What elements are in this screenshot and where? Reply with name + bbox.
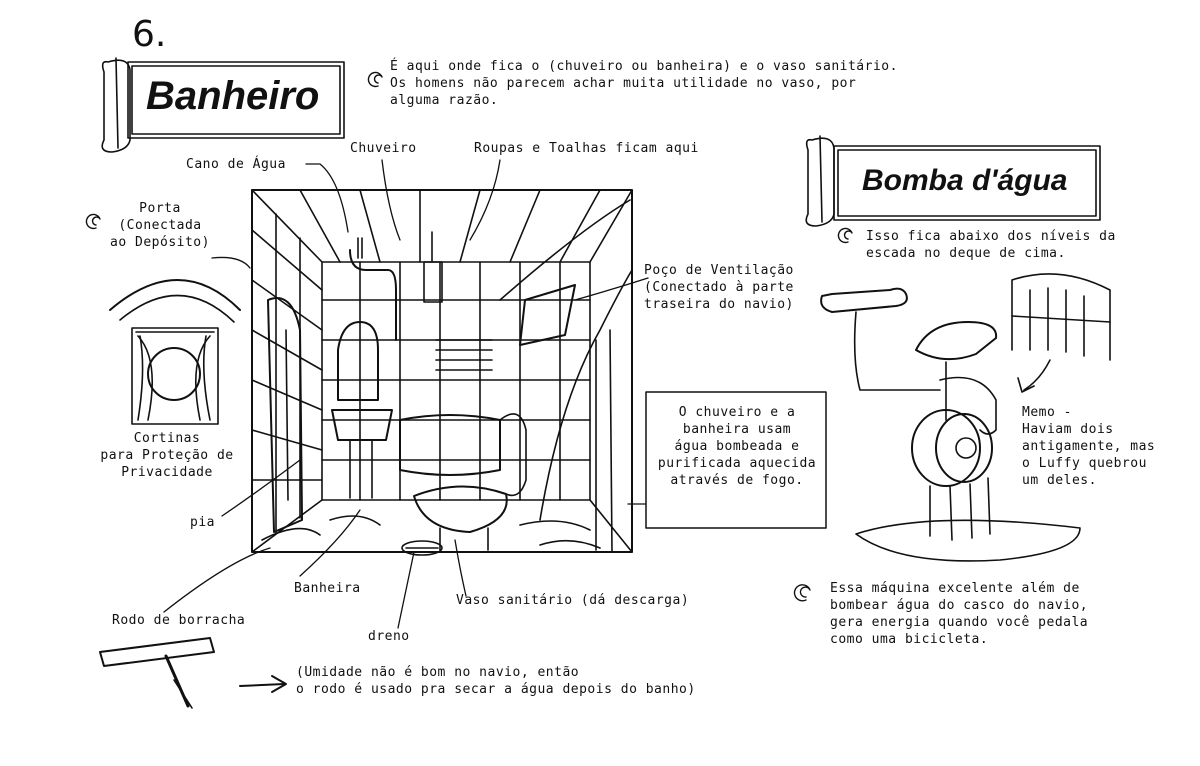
bathroom-intro-line-1: É aqui onde fica o (chuveiro ou banheira… — [390, 59, 898, 74]
drain-label: dreno — [368, 629, 410, 644]
leader-lines — [163, 159, 649, 629]
pump-description-line-3: gera energia quando você pedala — [830, 615, 1089, 630]
door-label: Porta (Conectada ao Depósito) — [104, 200, 216, 251]
shower-label: Chuveiro — [350, 141, 417, 156]
vent-shaft-label-line-2: (Conectado à parte — [644, 280, 794, 295]
shower-note-line-4: purificada aquecida — [657, 456, 817, 471]
bathroom-intro: É aqui onde fica o (chuveiro ou banheira… — [390, 58, 898, 109]
vent-shaft-label-line-1: Poço de Ventilação — [644, 263, 794, 278]
pump-description: Essa máquina excelente além de bombear á… — [830, 580, 1088, 648]
pump-memo-line-1: Memo - — [1022, 405, 1072, 420]
squeegee-note: (Umidade não é bom no navio, então o rod… — [296, 664, 696, 698]
curtains-label-line-1: Cortinas — [133, 431, 201, 446]
pump-description-line-4: como uma bicicleta. — [830, 632, 989, 647]
pump-title-scroll — [805, 135, 1101, 227]
shower-note: O chuveiro e a banheira usam água bombea… — [650, 404, 824, 489]
pump-description-line-2: bombear água do casco do navio, — [830, 598, 1089, 613]
pump-location-line-1: Isso fica abaixo dos níveis da — [866, 229, 1116, 244]
vent-shaft-label: Poço de Ventilação (Conectado à parte tr… — [644, 262, 794, 313]
page-number: 6. — [132, 14, 167, 55]
squeegee-drawing — [99, 637, 215, 709]
water-pipe-label: Cano de Água — [186, 157, 286, 172]
pump-location-line-2: escada no deque de cima. — [866, 246, 1066, 261]
shower-note-line-5: através de fogo. — [670, 473, 804, 488]
squeegee-note-line-2: o rodo é usado pra secar a água depois d… — [296, 682, 696, 697]
shower-note-box — [645, 391, 827, 529]
shower-note-line-2: banheira usam — [682, 422, 792, 437]
bathroom-room-drawing — [251, 189, 633, 556]
shower-note-line-3: água bombeada e — [674, 439, 800, 454]
pump-machine-drawing — [820, 273, 1111, 562]
curtains-label: Cortinas para Proteção de Privacidade — [92, 430, 242, 481]
bathroom-intro-line-2: Os homens não parecem achar muita utilid… — [390, 76, 857, 91]
pump-title: Bomba d'água — [862, 164, 1068, 197]
pump-memo: Memo - Haviam dois antigamente, mas o Lu… — [1022, 404, 1155, 489]
vent-shaft-label-line-3: traseira do navio) — [644, 297, 794, 312]
squeegee-arrow — [239, 675, 287, 693]
curtains-label-line-2: para Proteção de — [100, 448, 234, 463]
curtains-drawing — [109, 279, 241, 425]
door-label-line-2: (Conectada — [118, 218, 202, 233]
pump-description-line-1: Essa máquina excelente além de — [830, 581, 1080, 596]
bathroom-intro-line-3: alguma razão. — [390, 93, 499, 108]
pump-memo-line-3: antigamente, mas — [1022, 439, 1156, 454]
door-label-line-3: ao Depósito) — [110, 235, 210, 250]
pump-memo-line-5: um deles. — [1022, 473, 1097, 488]
sink-label: pia — [190, 515, 215, 530]
shower-note-line-1: O chuveiro e a — [678, 405, 796, 420]
curtains-label-line-3: Privacidade — [121, 465, 213, 480]
clothes-towels-label: Roupas e Toalhas ficam aqui — [474, 141, 699, 156]
bathroom-title-scroll — [101, 57, 345, 153]
door-label-line-1: Porta — [139, 201, 181, 216]
toilet-label: Vaso sanitário (dá descarga) — [456, 593, 690, 608]
pump-memo-line-2: Haviam dois — [1022, 422, 1114, 437]
bathtub-label: Banheira — [294, 581, 361, 596]
squeegee-note-line-1: (Umidade não é bom no navio, então — [296, 665, 580, 680]
pump-location-note: Isso fica abaixo dos níveis da escada no… — [866, 228, 1116, 262]
squeegee-label: Rodo de borracha — [112, 613, 246, 628]
bathroom-title: Banheiro — [146, 74, 320, 118]
spiral-bullets — [85, 71, 853, 602]
pump-memo-line-4: o Luffy quebrou — [1022, 456, 1147, 471]
